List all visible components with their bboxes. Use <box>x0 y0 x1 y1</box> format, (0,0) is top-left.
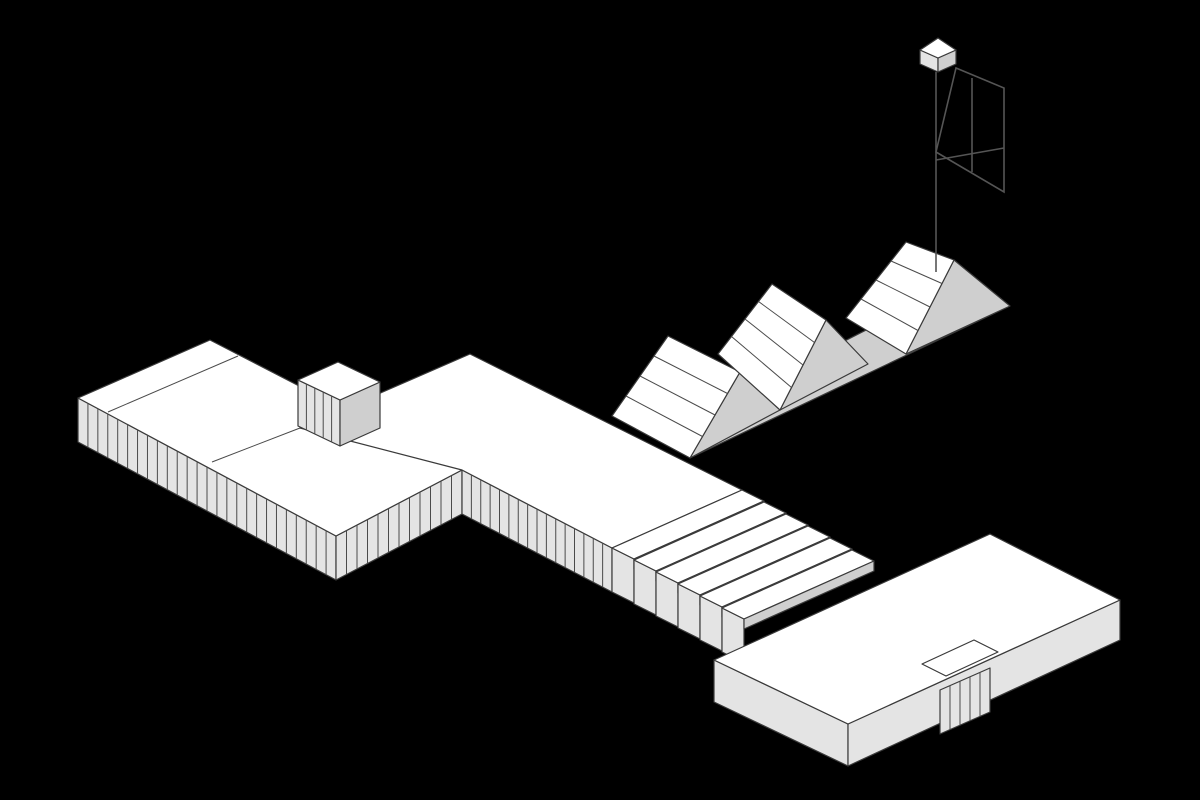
left-platform <box>77 339 463 581</box>
exit-door-icon <box>921 639 999 735</box>
end-platform-top-face <box>713 533 1121 725</box>
ramp-slat-line <box>744 318 804 366</box>
left-platform-hatching <box>87 403 452 575</box>
ramp-slats <box>625 260 943 437</box>
ramp-2-slope <box>717 283 827 411</box>
flag-cube-top <box>919 37 957 59</box>
ramp-slat-line <box>639 375 716 416</box>
ramp-slat-line <box>875 279 931 308</box>
ramp-slat-line <box>758 301 815 343</box>
goal-flag-icon <box>919 37 1005 272</box>
ramp-slat-line <box>625 395 703 437</box>
ramp-3-slope <box>845 241 955 355</box>
ramp-slat-line <box>890 260 943 284</box>
end-platform <box>713 533 1121 767</box>
flag-banner-crossbar <box>935 147 1005 161</box>
player-cube-icon <box>297 361 381 447</box>
staircase <box>611 489 875 664</box>
player-cube-top <box>297 361 381 401</box>
player-cube-hatching <box>305 384 333 442</box>
left-platform-seam <box>107 355 239 413</box>
ramp-row <box>611 241 1011 459</box>
exit-door-slats <box>949 672 981 730</box>
exit-door-top <box>921 639 999 677</box>
ramp-slat-line <box>653 355 728 394</box>
left-platform-seam-2 <box>211 427 301 463</box>
flag-banner <box>935 66 1005 194</box>
flag-cube-icon <box>919 37 957 73</box>
stair-step-riser <box>743 560 875 630</box>
ramp-slat-line <box>860 298 919 331</box>
ramp-slat-line <box>731 336 792 388</box>
center-platform-hatching <box>470 474 604 588</box>
exit-door-face <box>939 667 991 735</box>
